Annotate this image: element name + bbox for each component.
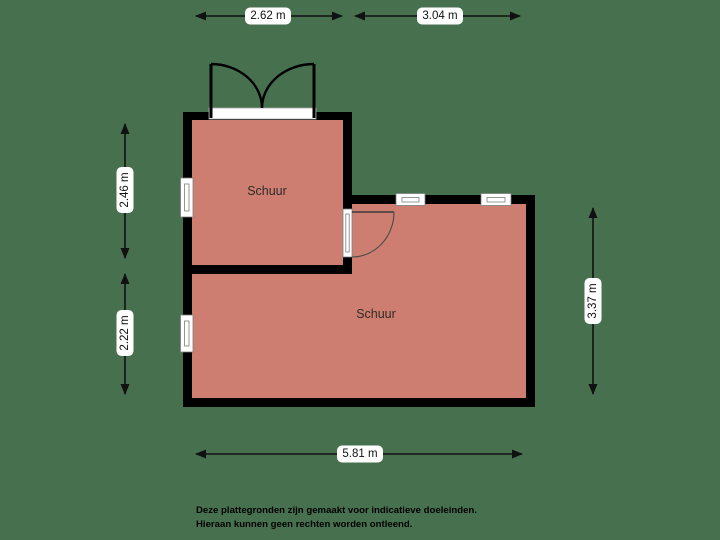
dimension-left-lower: 2.22 m [116,273,134,395]
dimension-label-right: 3.37 m [587,283,599,318]
window-icon-top-right-2 [480,193,512,206]
disclaimer-line-2: Hieraan kunnen geen rechten worden ontle… [196,519,412,530]
window-icon-top-right-1 [395,193,426,206]
disclaimer-line-1: Deze plattegronden zijn gemaakt voor ind… [196,505,477,516]
double-door-icon [208,62,317,120]
dimension-top-left: 2.62 m [195,7,343,25]
wall-interior-horizontal [183,265,352,274]
room-label-schuur-upper: Schuur [247,184,287,198]
wall-bottom [183,398,535,407]
room-schuur-lower-floor-upper-part [352,204,526,275]
wall-interior-vertical [343,112,352,274]
dimension-right: 3.37 m [584,207,602,395]
room-label-schuur-lower: Schuur [356,307,396,321]
room-schuur-lower-floor [192,274,526,398]
dimension-label-left-upper: 2.46 m [119,172,131,207]
dimension-label-top-left: 2.62 m [250,10,285,22]
dimension-label-top-right: 3.04 m [422,10,457,22]
dimension-bottom: 5.81 m [195,445,523,463]
wall-right [526,195,535,407]
dimension-top-right: 3.04 m [354,7,521,25]
wall-top-right-section [343,195,535,204]
interior-door-icon [342,208,395,258]
dimension-left-upper: 2.46 m [116,123,134,259]
window-icon-left-upper [180,177,194,218]
window-icon-left-lower [180,314,194,353]
wall-left [183,112,192,407]
room-schuur-upper-floor [192,120,343,265]
dimension-label-bottom: 5.81 m [342,448,377,460]
dimension-label-left-lower: 2.22 m [119,315,131,350]
